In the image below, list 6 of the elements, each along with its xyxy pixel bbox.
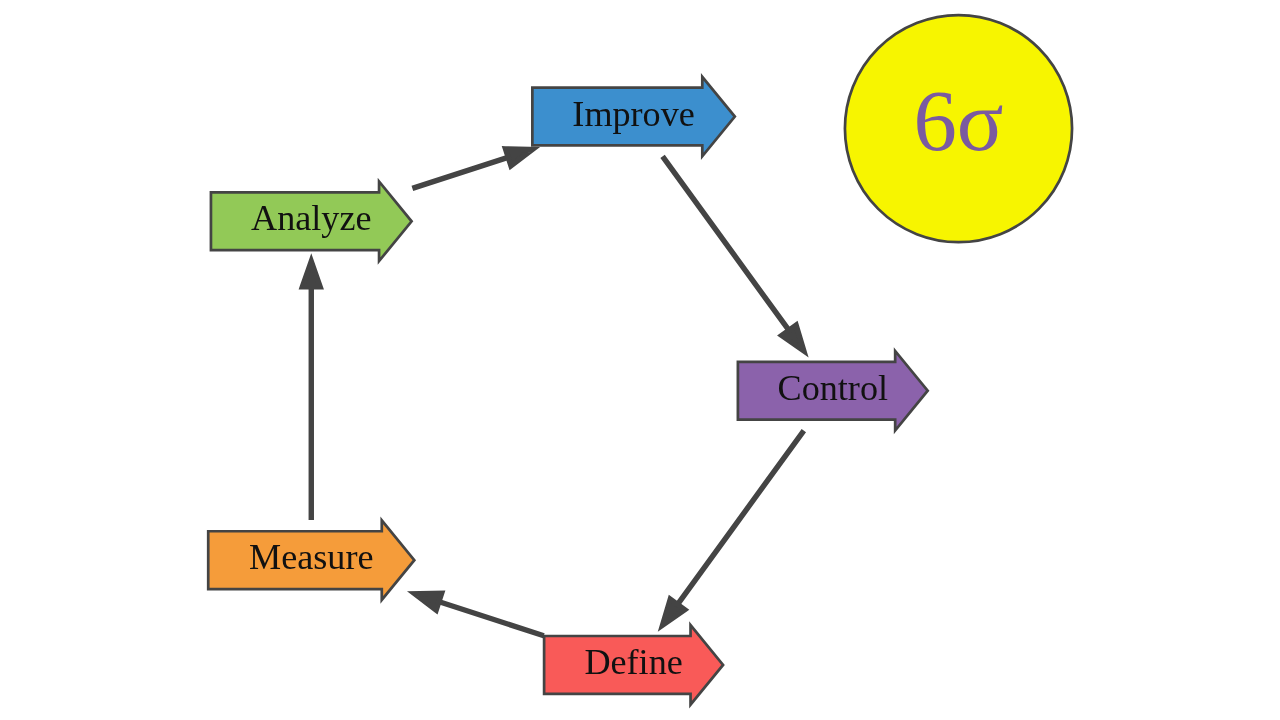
arrow bbox=[407, 590, 545, 639]
node-circle: 6σ bbox=[843, 13, 1074, 244]
arrow bbox=[660, 154, 809, 358]
arrow bbox=[657, 429, 807, 632]
arrow bbox=[298, 253, 324, 520]
arrow bbox=[411, 146, 541, 191]
